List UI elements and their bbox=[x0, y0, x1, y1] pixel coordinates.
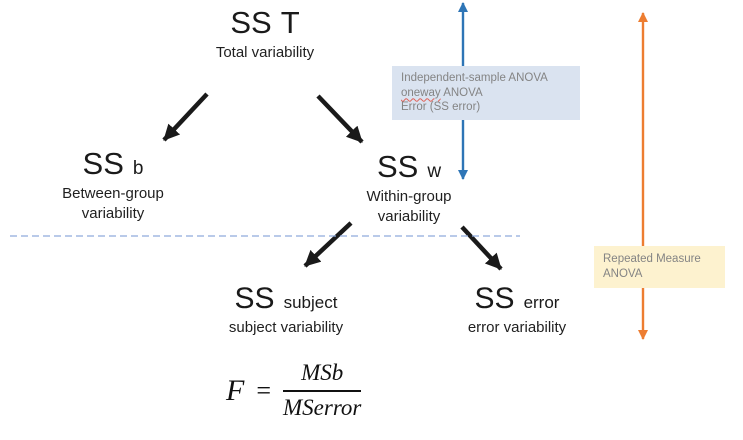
formula-lhs: F bbox=[226, 373, 245, 407]
ss-between-caption-line2: variability bbox=[81, 205, 145, 223]
arrow-within-to-error bbox=[460, 225, 503, 271]
ss-error-caption: error variability bbox=[467, 319, 567, 336]
ss-within-caption-line2: variability bbox=[377, 208, 441, 226]
repeated-anova-callout: Repeated Measure ANOVA bbox=[594, 246, 725, 288]
ss-total-caption: Total variability bbox=[215, 44, 315, 62]
formula-fraction: MSb MSerror bbox=[283, 360, 362, 421]
formula-denominator: MSerror bbox=[283, 395, 362, 420]
ss-subscript: error bbox=[523, 293, 560, 312]
independent-anova-callout: Independent-sample ANOVA oneway ANOVA Er… bbox=[392, 66, 580, 120]
node-ss-subject: SS subject subject variability bbox=[176, 282, 396, 338]
ss-symbol: SS bbox=[82, 146, 124, 181]
node-ss-between: SS b Between-group variability bbox=[13, 146, 213, 224]
callout-line-1: Repeated Measure bbox=[603, 253, 701, 265]
arrow-within-to-subject bbox=[303, 221, 353, 268]
formula-equals: = bbox=[256, 375, 271, 405]
ss-symbol: SS bbox=[474, 282, 515, 315]
arrow-total-to-between bbox=[162, 92, 209, 142]
f-ratio-formula: F = MSb MSerror bbox=[226, 360, 362, 421]
callout-line-2: oneway ANOVA bbox=[401, 86, 571, 101]
callout-line-3: Error (SS error) bbox=[401, 101, 481, 113]
callout-line-1: Independent-sample ANOVA bbox=[401, 72, 548, 84]
ss-between-caption-line1: Between-group bbox=[62, 185, 164, 203]
ss-symbol: SS bbox=[234, 282, 275, 315]
callout-line-2-rest: ANOVA bbox=[440, 86, 483, 99]
ss-subscript: b bbox=[132, 158, 144, 179]
formula-numerator: MSb bbox=[283, 360, 362, 392]
ss-subscript: w bbox=[427, 161, 442, 182]
ss-subscript: subject bbox=[283, 293, 338, 312]
ss-symbol: SS bbox=[376, 149, 419, 184]
ss-within-caption-line1: Within-group bbox=[366, 188, 452, 206]
callout-line-2: ANOVA bbox=[603, 268, 643, 280]
ss-subscript: T bbox=[280, 5, 300, 40]
node-ss-error: SS error error variability bbox=[407, 282, 627, 338]
ss-subject-symbol: SS subject bbox=[176, 282, 396, 315]
ss-error-symbol: SS error bbox=[407, 282, 627, 315]
arrow-total-to-within bbox=[316, 94, 364, 144]
misspelled-word: oneway bbox=[401, 86, 441, 99]
node-ss-within: SS w Within-group variability bbox=[309, 149, 509, 227]
ss-between-symbol: SS b bbox=[13, 146, 213, 181]
ss-subject-caption: subject variability bbox=[228, 319, 344, 336]
ss-symbol: SS bbox=[230, 5, 272, 40]
ss-within-symbol: SS w bbox=[309, 149, 509, 184]
